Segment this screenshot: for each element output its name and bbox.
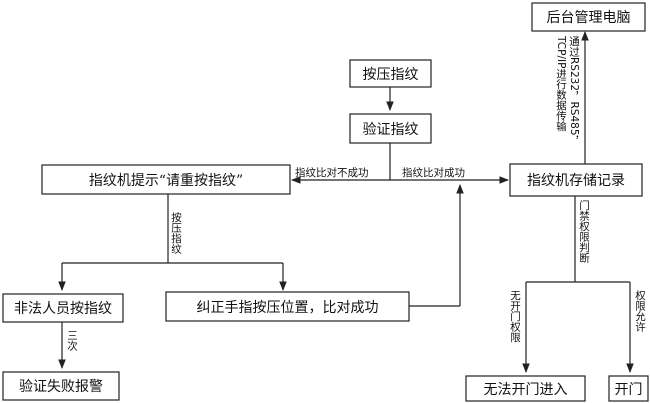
node-illegal-label: 非法人员按指纹	[14, 301, 112, 317]
node-alarm: 验证失败报警	[2, 371, 120, 401]
node-store: 指纹机存储记录	[509, 163, 643, 197]
edge-transfer-label-2: TCP/IP进行数据传输	[555, 35, 567, 132]
node-prompt-label: 指纹机提示“请重按指纹”	[89, 173, 243, 189]
node-alarm-label: 验证失败报警	[19, 379, 103, 395]
node-press-label: 按压指纹	[363, 67, 419, 83]
edge-permission-judge-label: 门禁权限判断	[578, 199, 590, 264]
node-open-label: 开门	[615, 382, 643, 398]
edge-three-times-label: 三次	[66, 330, 78, 352]
node-backend-label: 后台管理电脑	[547, 10, 631, 26]
node-correct-label: 纠正手指按压位置，比对成功	[197, 300, 379, 316]
edge-transfer-label-1: 通过RS232，RS485，	[568, 36, 580, 146]
node-illegal: 非法人员按指纹	[2, 293, 124, 323]
node-correct: 纠正手指按压位置，比对成功	[165, 291, 410, 322]
node-no-open-label: 无法开门进入	[484, 382, 568, 398]
edge-success-label: 指纹比对成功	[402, 166, 465, 179]
node-store-label: 指纹机存储记录	[527, 173, 625, 189]
node-no-open: 无法开门进入	[465, 375, 586, 402]
edge-press-again-label: 按压指纹	[170, 211, 182, 255]
node-press: 按压指纹	[349, 59, 432, 88]
edge-fail-label: 指纹比对不成功	[295, 166, 369, 179]
edge-no-permission-label: 无开门权限	[509, 290, 521, 343]
connectors	[58, 31, 634, 373]
node-verify: 验证指纹	[349, 113, 432, 144]
node-prompt: 指纹机提示“请重按指纹”	[41, 164, 291, 195]
node-open: 开门	[608, 375, 649, 402]
edge-permitted-label: 权限允许	[634, 289, 646, 333]
node-verify-label: 验证指纹	[363, 122, 419, 138]
node-backend: 后台管理电脑	[531, 2, 646, 32]
